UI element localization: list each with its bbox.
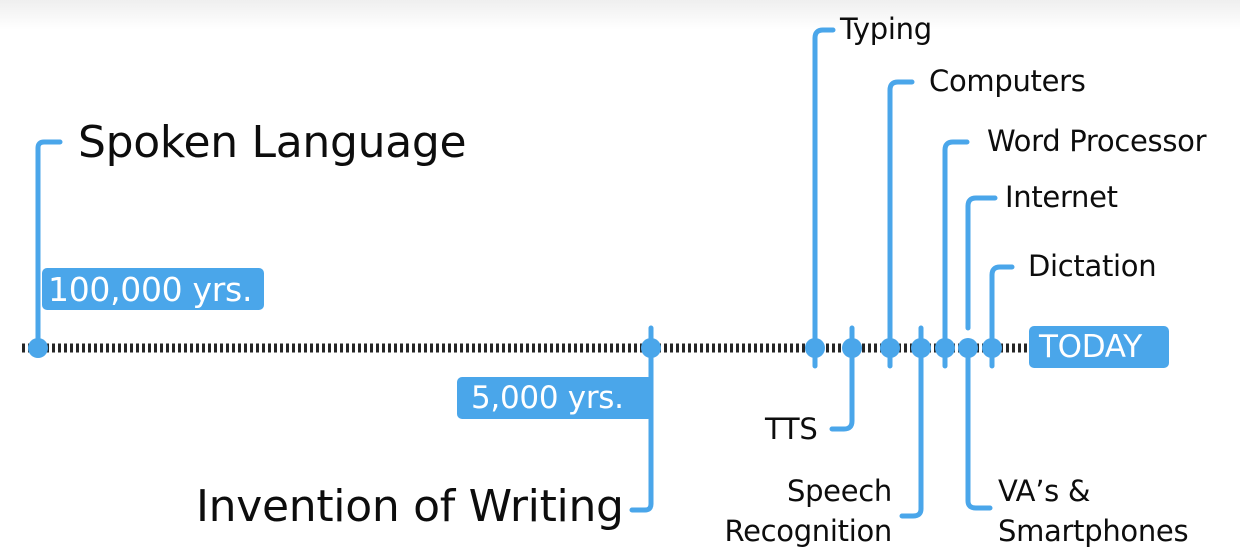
speech-recognition-label-line2: Recognition — [724, 514, 893, 548]
word-processor-label: Word Processor — [987, 124, 1207, 158]
tts-leader — [829, 325, 855, 432]
typing-leader — [812, 27, 836, 369]
dictation-leader — [989, 264, 1015, 369]
tts-label: TTS — [765, 412, 818, 446]
tts-marker — [842, 338, 862, 358]
spoken-language-marker — [28, 338, 48, 358]
typing-label: Typing — [840, 12, 932, 46]
internet-leader — [965, 195, 998, 331]
speech-recognition-label-line1: Speech — [786, 474, 892, 508]
computers-label: Computers — [929, 64, 1086, 98]
today-badge: TODAY — [1029, 326, 1169, 368]
dictation-marker — [982, 338, 1002, 358]
typing-marker — [805, 338, 825, 358]
spoken-language-leader — [35, 139, 63, 351]
dictation-label: Dictation — [1028, 249, 1157, 283]
time-tag-100000: 100,000 yrs. — [42, 268, 264, 310]
invention-of-writing-label: Invention of Writing — [196, 481, 624, 532]
speech-recognition-leader — [899, 325, 924, 519]
internet-label: Internet — [1005, 180, 1118, 214]
spoken-language-label: Spoken Language — [78, 117, 467, 168]
word-processor-marker — [935, 338, 955, 358]
vas-smartphones-leader — [965, 345, 993, 511]
computers-leader — [887, 79, 915, 369]
vas-smartphones-label-line2: Smartphones — [998, 514, 1189, 548]
time-tag-5000: 5,000 yrs. — [457, 377, 653, 419]
word-processor-leader — [942, 139, 970, 369]
invention-of-writing-leader — [629, 325, 654, 513]
invention-of-writing-marker — [641, 338, 661, 358]
vas-smartphones-label-line1: VA’s & — [998, 474, 1091, 508]
internet-marker — [958, 338, 978, 358]
computers-marker — [880, 338, 900, 358]
speech-recognition-marker — [911, 338, 931, 358]
